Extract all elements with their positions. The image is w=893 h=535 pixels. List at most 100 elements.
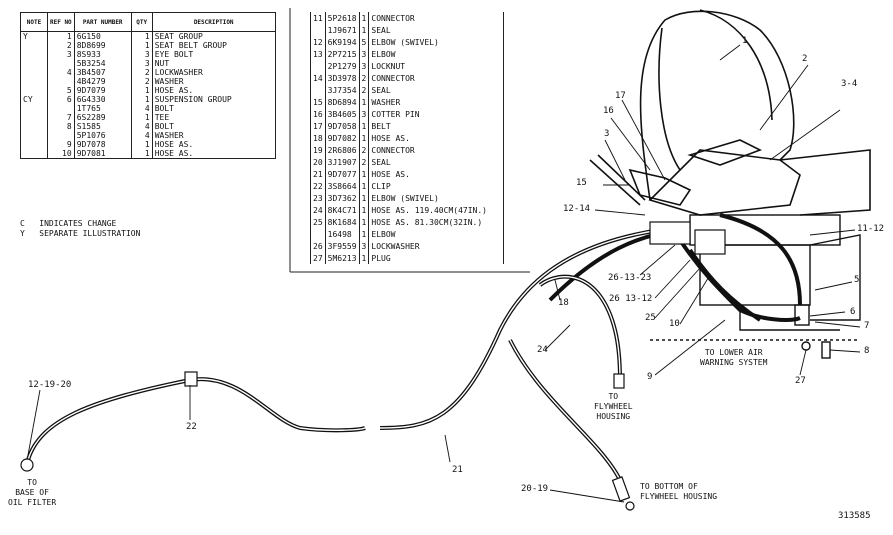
fittings bbox=[20, 221, 726, 511]
hoses bbox=[26, 213, 802, 481]
cell-qty: 1 bbox=[359, 216, 370, 228]
cell-qty: 2 bbox=[359, 72, 370, 84]
header-part-number: PART NUMBER bbox=[74, 12, 132, 32]
cell-qty: 1 bbox=[131, 149, 153, 159]
caption-oil-filter: TO BASE OF OIL FILTER bbox=[8, 478, 57, 507]
cell-qty: 1 bbox=[359, 204, 370, 216]
cell-description: BOLT bbox=[154, 104, 174, 113]
valve-block bbox=[694, 229, 726, 255]
cell-description: CLIP bbox=[371, 181, 391, 191]
armrest bbox=[687, 139, 762, 166]
suspension-body bbox=[699, 244, 811, 306]
parts-table-header: NOTE REF NO PART NUMBER QTY DESCRIPTION bbox=[20, 12, 276, 32]
callout-18: 18 bbox=[558, 298, 569, 308]
cell-qty: 1 bbox=[359, 96, 370, 108]
cell-part-number: 5P2618 bbox=[325, 12, 360, 24]
cell-ref: 19 bbox=[310, 144, 326, 156]
header-qty: QTY bbox=[131, 12, 153, 32]
callout-24: 24 bbox=[537, 345, 548, 355]
cell-part-number: 9D7078 bbox=[74, 140, 132, 149]
parts-table-left: NOTE REF NO PART NUMBER QTY DESCRIPTION … bbox=[20, 12, 276, 159]
hose-oil-filter bbox=[26, 377, 366, 461]
cell-ref: 12 bbox=[310, 36, 326, 48]
cell-note bbox=[20, 113, 48, 122]
cell-qty: 1 bbox=[131, 31, 153, 41]
cell-part-number: 6K9194 bbox=[325, 36, 360, 48]
cell-note: Y bbox=[20, 31, 48, 41]
cell-description: SEAL bbox=[371, 85, 391, 95]
cell-description: HOSE AS. bbox=[154, 86, 194, 95]
cell-part-number: 6S2289 bbox=[74, 113, 132, 122]
hose-highlights bbox=[27, 229, 661, 481]
callout-12-14: 12-14 bbox=[563, 204, 591, 214]
cell-ref: 3 bbox=[47, 50, 75, 59]
cell-ref: 23 bbox=[310, 192, 326, 204]
cell-part-number: 6G150 bbox=[74, 31, 132, 41]
cell-description: PLUG bbox=[371, 253, 391, 263]
cell-note bbox=[20, 140, 48, 149]
cell-description: COTTER PIN bbox=[371, 109, 420, 119]
note-change: C INDICATES CHANGE bbox=[20, 219, 117, 228]
cell-qty: 1 bbox=[359, 252, 370, 264]
cell-part-number: 2P7215 bbox=[325, 48, 360, 60]
cell-part-number: 1J9671 bbox=[325, 24, 360, 36]
manifold-block bbox=[649, 221, 691, 245]
seat-side bbox=[779, 149, 871, 216]
cell-part-number: 5B3254 bbox=[74, 59, 132, 68]
cell-part-number: 16498 bbox=[325, 228, 360, 240]
cell-qty: 1 bbox=[359, 132, 370, 144]
cell-part-number: 6G4330 bbox=[74, 95, 132, 104]
seat-back-contour bbox=[699, 9, 773, 121]
cell-ref: 10 bbox=[47, 149, 75, 159]
hose-24 bbox=[538, 274, 622, 381]
cell-part-number: 3B4507 bbox=[74, 68, 132, 77]
cell-note bbox=[20, 131, 48, 140]
cell-description: HOSE AS. bbox=[371, 133, 410, 143]
cell-part-number: 1T765 bbox=[74, 104, 132, 113]
hose-11-12 bbox=[719, 213, 802, 306]
cell-ref: 27 bbox=[310, 252, 326, 264]
cell-qty: 1 bbox=[359, 228, 370, 240]
cell-description: HOSE AS. 119.40CM(47IN.) bbox=[371, 205, 487, 215]
cell-description: ELBOW bbox=[371, 229, 396, 239]
callout-3-4: 3-4 bbox=[841, 79, 858, 89]
cell-qty: 1 bbox=[359, 180, 370, 192]
legend-notes: C INDICATES CHANGE Y SEPARATE ILLUSTRATI… bbox=[20, 219, 140, 239]
plug bbox=[801, 341, 811, 351]
cell-ref: 1 bbox=[47, 31, 75, 41]
cell-part-number: 2P1279 bbox=[325, 60, 360, 72]
callout-1: 1 bbox=[742, 36, 748, 46]
cell-ref: 16 bbox=[310, 108, 326, 120]
cell-description: BELT bbox=[371, 121, 391, 131]
cell-note bbox=[20, 149, 48, 159]
note-separate: Y SEPARATE ILLUSTRATION bbox=[20, 229, 141, 238]
cell-part-number: S1585 bbox=[74, 122, 132, 131]
cell-description: HOSE AS. bbox=[154, 149, 194, 158]
suspension-mount bbox=[739, 305, 840, 331]
cell-qty: 2 bbox=[131, 68, 153, 77]
bottom-flywheel-fitting bbox=[611, 476, 631, 502]
cell-description: SUSPENSION GROUP bbox=[154, 95, 232, 104]
cell-part-number: 3F9559 bbox=[325, 240, 360, 252]
cell-part-number: 3J7354 bbox=[325, 84, 360, 96]
cell-ref: 4 bbox=[47, 68, 75, 77]
cell-ref: 11 bbox=[310, 12, 326, 24]
callout-22: 22 bbox=[186, 422, 197, 432]
cell-ref bbox=[47, 131, 75, 140]
cell-qty: 1 bbox=[359, 12, 370, 24]
cell-ref: 18 bbox=[310, 132, 326, 144]
cell-part-number: 5P1076 bbox=[74, 131, 132, 140]
cell-ref bbox=[47, 104, 75, 113]
suspension-group bbox=[650, 214, 861, 359]
cell-description: LOCKWASHER bbox=[154, 68, 203, 77]
